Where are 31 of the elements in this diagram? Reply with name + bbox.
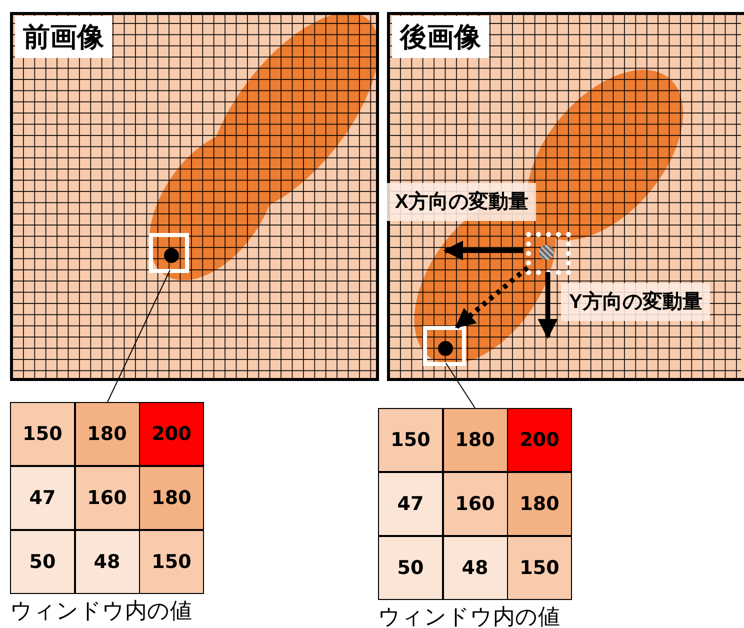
- leader-line: [107, 270, 170, 402]
- table-cell: 180: [139, 466, 204, 530]
- table-cell: 48: [74, 530, 140, 594]
- table-cell: 180: [442, 408, 508, 472]
- table-cell: 180: [74, 402, 140, 466]
- table-cell: 160: [442, 472, 508, 536]
- table-cell: 50: [10, 530, 75, 594]
- text-label: Y方向の変動量: [561, 283, 710, 321]
- table-cell: 150: [139, 530, 204, 594]
- arrow: [538, 272, 558, 339]
- table-cell: 47: [10, 466, 75, 530]
- table-cell: 200: [507, 408, 572, 472]
- panel-title: 後画像: [392, 16, 489, 58]
- table-caption: ウィンドウ内の値: [10, 597, 192, 625]
- window-box: [149, 233, 189, 273]
- table-caption: ウィンドウ内の値: [378, 603, 560, 628]
- table-cell: 150: [507, 536, 572, 600]
- table-cell: 150: [378, 408, 443, 472]
- panel-title: 前画像: [15, 16, 112, 58]
- text-label: X方向の変動量: [387, 183, 536, 221]
- table-cell: 47: [378, 472, 443, 536]
- arrow: [454, 266, 530, 329]
- table-cell: 180: [507, 472, 572, 536]
- table-cell: 50: [378, 536, 443, 600]
- dotted-window-box: [526, 232, 571, 275]
- arrow: [443, 240, 523, 260]
- table-cell: 200: [139, 402, 204, 466]
- table-cell: 160: [74, 466, 140, 530]
- table-cell: 48: [442, 536, 508, 600]
- table-cell: 150: [10, 402, 75, 466]
- window-box: [423, 326, 466, 366]
